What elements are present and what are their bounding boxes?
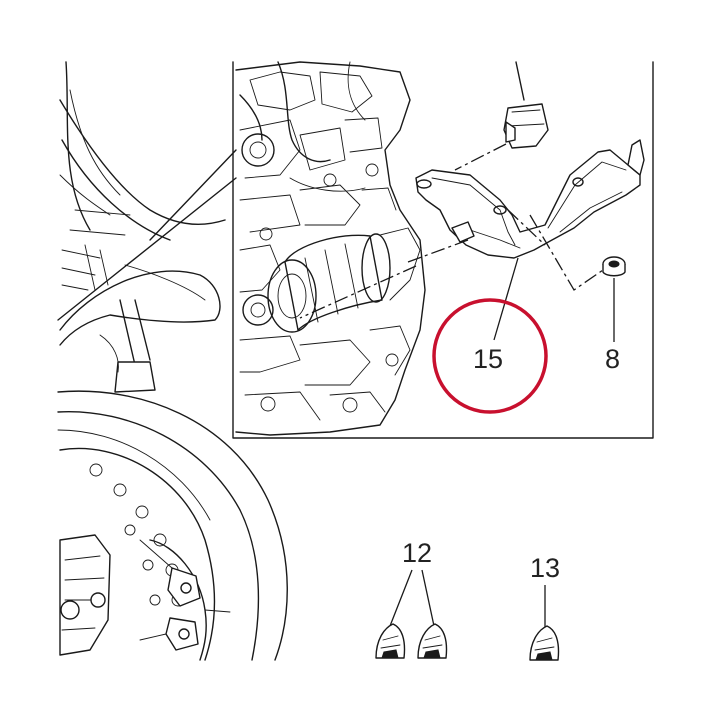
callout-8: 8 [605, 344, 620, 374]
vehicle-frame-outline [57, 61, 237, 393]
highlight-circle [432, 298, 548, 414]
assembly-alignment-lines [299, 143, 604, 319]
electrical-connector [503, 61, 549, 149]
callout-13: 13 [530, 553, 560, 583]
bolt-part-8 [602, 256, 626, 277]
clip-part-13 [529, 625, 560, 661]
clip-part-12-right [417, 623, 448, 659]
brake-caliper [59, 534, 111, 656]
wheel-hub [139, 539, 231, 661]
leader-lines [389, 257, 615, 628]
engine-block [235, 61, 426, 436]
detail-inset-frame [232, 61, 654, 439]
bracket-cover-part-15 [415, 139, 645, 259]
callout-15: 15 [473, 344, 503, 374]
front-wheel [57, 390, 288, 661]
clip-part-12-left [375, 623, 406, 659]
callout-12: 12 [402, 538, 432, 568]
